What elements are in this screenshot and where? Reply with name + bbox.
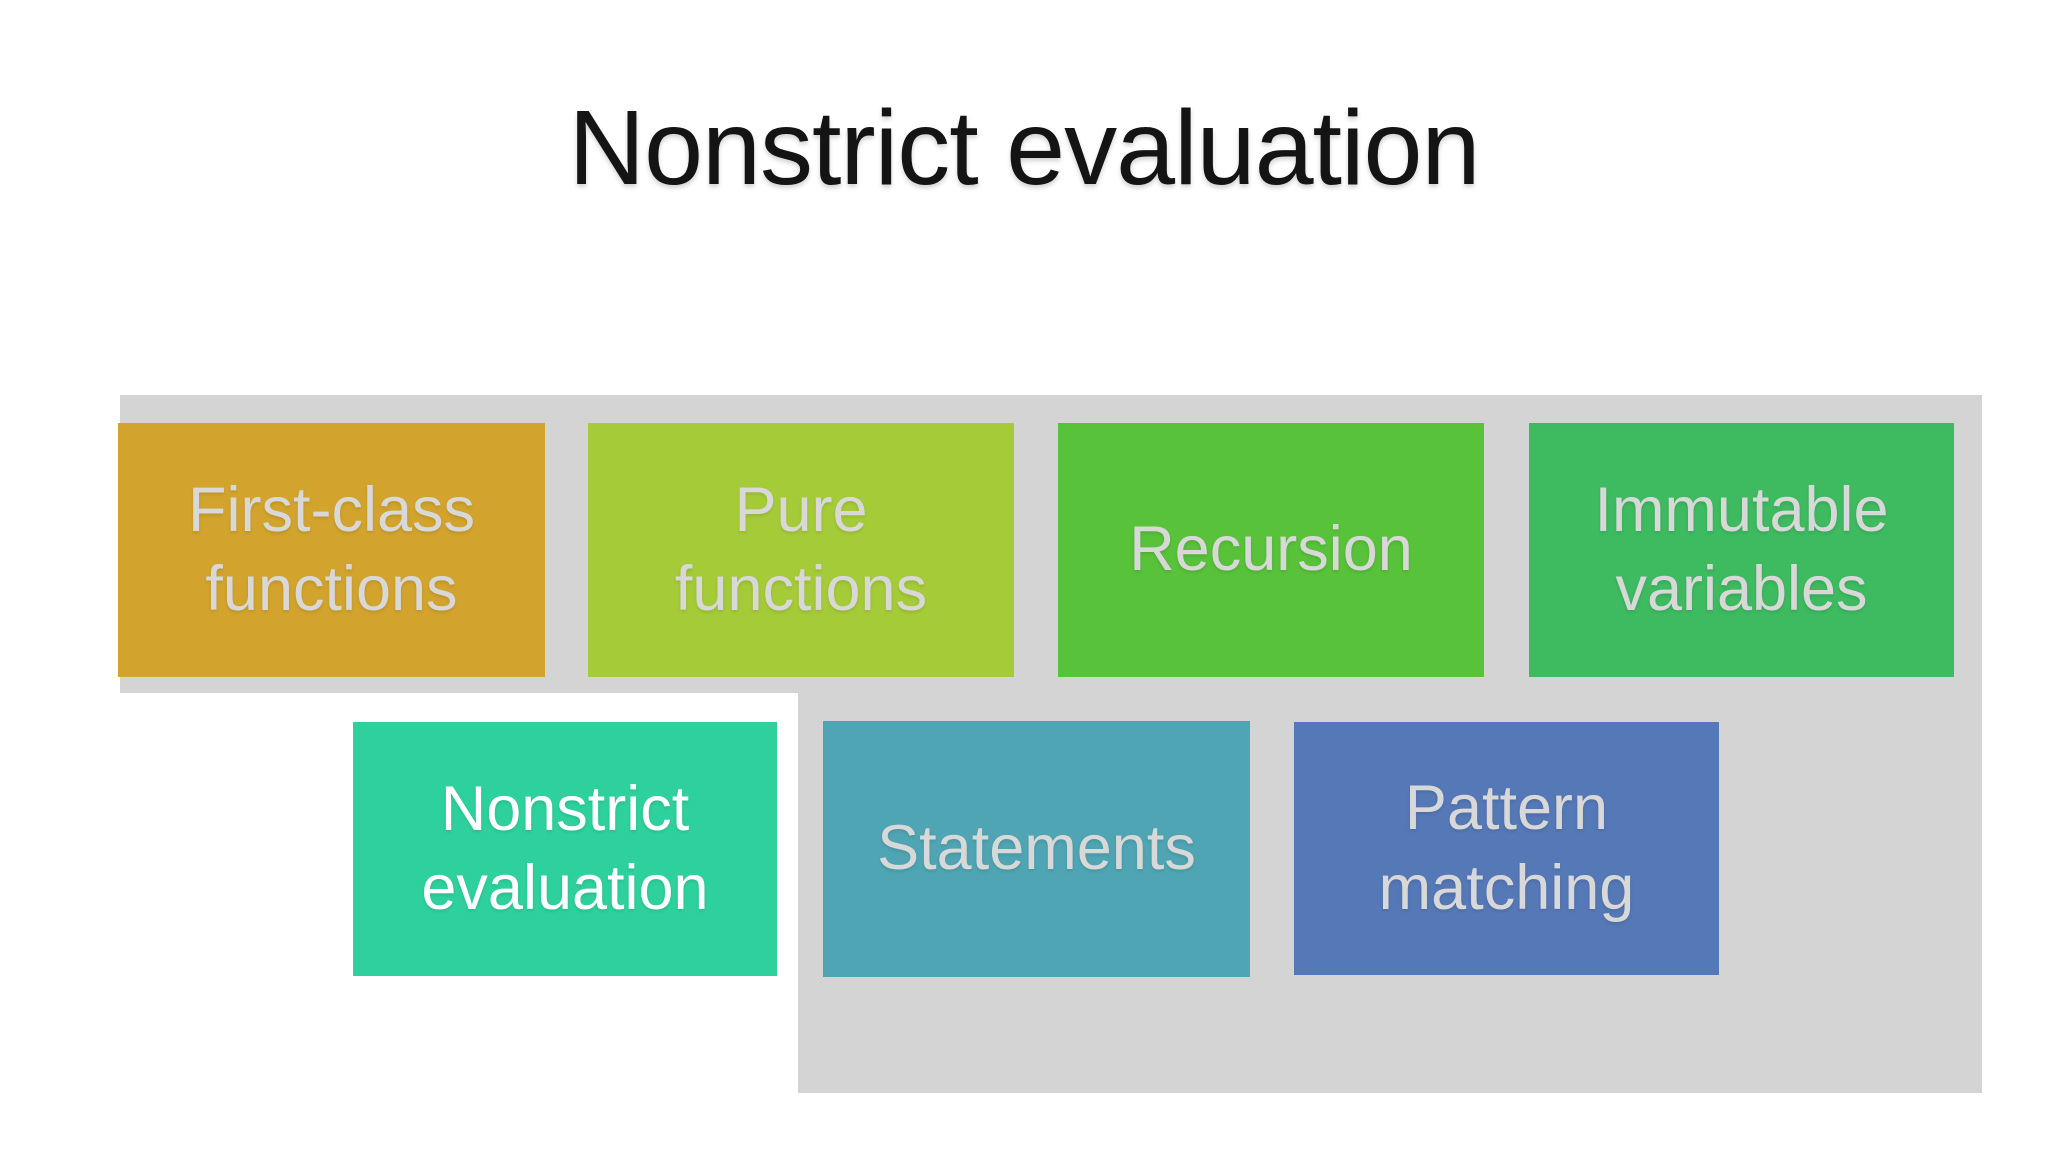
- block-nonstrict-evaluation: Nonstrict evaluation: [353, 722, 777, 976]
- block-pattern-matching: Pattern matching: [1294, 722, 1719, 975]
- block-label: Pattern matching: [1378, 773, 1635, 923]
- block-pure-functions: Pure functions: [588, 423, 1014, 677]
- block-statements: Statements: [823, 721, 1250, 977]
- block-label: Nonstrict evaluation: [421, 773, 709, 923]
- block-recursion: Recursion: [1058, 423, 1484, 677]
- slide-title: Nonstrict evaluation: [568, 89, 1481, 207]
- block-label: Pure functions: [674, 474, 928, 624]
- block-label: Recursion: [1129, 514, 1413, 585]
- block-label: First-class functions: [188, 474, 475, 624]
- block-first-class-functions: First-class functions: [118, 423, 545, 677]
- block-label: Immutable variables: [1594, 474, 1889, 624]
- block-immutable-variables: Immutable variables: [1529, 423, 1954, 677]
- block-label: Statements: [877, 813, 1196, 884]
